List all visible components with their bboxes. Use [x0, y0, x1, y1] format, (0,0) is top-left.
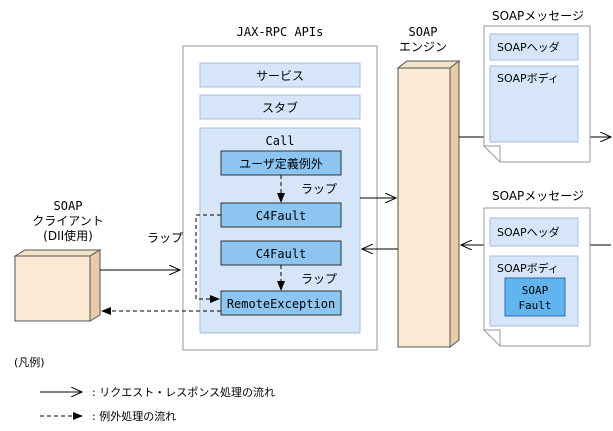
soap-client-subtitle: クライアント — [32, 214, 104, 228]
jaxrpc-panel: JAX-RPC APIs サービス スタブ Call ユーザ定義例外 ラップ C… — [182, 25, 378, 351]
soap-client-title: SOAP — [54, 199, 83, 213]
jaxrpc-title: JAX-RPC APIs — [237, 25, 324, 39]
c4fault-label-1: C4Fault — [256, 209, 307, 223]
incoming-body-label: SOAPボディ — [497, 261, 559, 275]
call-title: Call — [266, 134, 295, 148]
legend: (凡例) : リクエスト・レスポンス処理の流れ : 例外処理の流れ — [14, 355, 275, 423]
soap-engine: SOAP エンジン — [396, 25, 461, 349]
legend-title: (凡例) — [14, 355, 45, 369]
outgoing-body-label: SOAPボディ — [497, 71, 559, 85]
outgoing-message-title: SOAPメッセージ — [492, 9, 584, 23]
soap-client-box — [13, 249, 102, 322]
incoming-message-title: SOAPメッセージ — [492, 189, 584, 203]
c4fault-label-2: C4Fault — [256, 247, 307, 261]
soap-client-note: (DII使用) — [43, 228, 93, 243]
incoming-message-fold — [484, 329, 501, 346]
outgoing-soap-message: SOAPメッセージ SOAPヘッダ SOAPボディ — [483, 9, 591, 163]
wrap-label-2: ラップ — [301, 272, 337, 286]
legend-exception-flow: : 例外処理の流れ — [92, 409, 176, 423]
incoming-soap-message: SOAPメッセージ SOAPヘッダ SOAPボディ SOAP Fault — [483, 189, 591, 347]
remote-exception-label: RemoteException — [227, 297, 335, 311]
soap-fault-line2: Fault — [518, 299, 551, 312]
wrap-connector-left — [195, 214, 221, 303]
soap-engine-box — [397, 67, 451, 348]
soap-client: SOAP クライアント (DII使用) — [13, 199, 104, 322]
soap-fault-box — [504, 277, 566, 317]
incoming-header-label: SOAPヘッダ — [497, 225, 560, 239]
soap-engine-subtitle: エンジン — [399, 40, 447, 54]
wrap-label-1: ラップ — [301, 182, 337, 196]
service-label: サービス — [256, 69, 304, 83]
service-box — [199, 62, 361, 88]
stub-label: スタブ — [262, 100, 298, 115]
remote-exception-box — [220, 290, 342, 316]
outgoing-message-fold — [484, 145, 501, 162]
outgoing-body-box — [489, 65, 579, 143]
soap-fault-line1: SOAP — [522, 284, 549, 297]
user-exception-label: ユーザ定義例外 — [239, 156, 323, 171]
soap-engine-title: SOAP — [409, 25, 438, 39]
incoming-header-box — [489, 217, 579, 247]
legend-request-flow: : リクエスト・レスポンス処理の流れ — [92, 385, 275, 399]
wrap-label-left: ラップ — [147, 231, 183, 245]
outgoing-header-label: SOAPヘッダ — [497, 40, 560, 54]
c4fault-box-1 — [220, 202, 342, 228]
outgoing-header-box — [489, 33, 579, 61]
stub-box — [199, 94, 361, 120]
